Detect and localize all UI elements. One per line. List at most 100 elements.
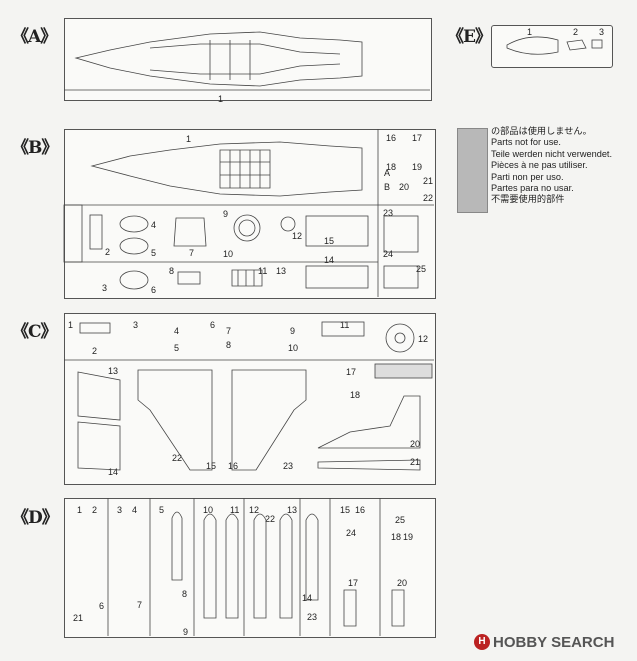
part-b-17: 17 [412,133,423,143]
b-fuselage-detail [219,149,271,189]
e-part-3 [591,39,603,49]
part-c-8: 8 [226,340,232,350]
sprue-e [491,25,613,68]
part-c-3: 3 [133,320,139,330]
b-part-12 [280,216,296,232]
part-d-5: 5 [159,505,165,515]
part-b-4: 4 [151,220,157,230]
part-c-14: 14 [108,467,119,477]
legend-line-en: Parts not for use. [491,137,561,148]
b-part-6 [119,270,149,290]
section-b-label: 《B》 [12,138,58,158]
part-d-14: 14 [302,593,313,603]
part-b-18: 18 [386,162,397,172]
part-c-2: 2 [92,346,98,356]
b-part-9-inner [238,219,256,237]
part-c-17: 17 [346,367,357,377]
part-d-18: 18 [391,532,402,542]
part-b-19: 19 [412,162,423,172]
c-unused-19 [374,363,433,379]
part-d-17: 17 [348,578,359,588]
sprue-c [64,313,436,485]
part-d-8: 8 [182,589,188,599]
part-c-12: 12 [418,334,429,344]
sprue-d [64,498,436,638]
b-part-2 [89,214,103,250]
legend-line-zh: 不需要使用的部件 [491,194,565,205]
part-b-11: 11 [258,266,268,276]
part-b-8: 8 [169,266,175,276]
b-part-7 [173,217,207,247]
part-d-20: 20 [397,578,408,588]
part-c-9: 9 [290,326,296,336]
legend-line-de: Teile werden nicht verwendet. [491,148,613,159]
part-d-24: 24 [346,528,357,538]
part-b-1: 1 [186,134,192,144]
unused-parts-legend: の部品は使用しません。 Parts not for use. Teile wer… [491,126,612,206]
c-part-16 [231,369,307,471]
c-part-12-hub [394,332,406,344]
sprue-a [64,18,432,101]
part-c-16: 16 [228,461,239,471]
part-d-21: 21 [73,613,84,623]
part-b-23: 23 [383,208,394,218]
part-d-4: 4 [132,505,138,515]
a-fuselage-outline [74,31,363,87]
part-d-22: 22 [265,514,276,524]
part-d-1: 1 [77,505,83,515]
part-d-9: 9 [183,627,189,637]
part-c-22: 22 [172,453,183,463]
part-b-15: 15 [324,236,335,246]
part-b-22: 22 [423,193,434,203]
watermark-text: HOBBY SEARCH [493,634,615,651]
part-c-4: 4 [174,326,180,336]
part-b-B: B [384,182,391,192]
b-part-9 [233,214,261,242]
part-c-7: 7 [226,326,232,336]
part-b-24: 24 [383,249,394,259]
d-tank-2 [225,513,239,619]
hobby-search-logo-icon: H [474,634,490,650]
section-c-label: 《C》 [12,322,58,342]
part-d-13: 13 [287,505,298,515]
c-part-15 [137,369,213,471]
part-d-10: 10 [203,505,214,515]
part-d-2: 2 [92,505,98,515]
part-b-25: 25 [416,264,427,274]
section-e-label: 《E》 [447,27,492,47]
d-tank-4 [279,513,293,619]
part-c-15: 15 [206,461,217,471]
section-d-label: 《D》 [12,508,59,528]
e-part-2 [566,39,587,51]
legend-line-it: Parti non per uso. [491,171,564,182]
d-tank-3 [253,513,267,619]
d-part-20 [391,589,405,627]
part-b-7: 7 [189,248,195,258]
part-b-6: 6 [151,285,157,295]
part-b-2: 2 [105,247,111,257]
part-c-5: 5 [174,343,180,353]
part-b-12: 12 [292,231,303,241]
part-c-10: 10 [288,343,299,353]
part-c-6: 6 [210,320,216,330]
c-part-14 [77,421,121,471]
part-c-21: 21 [410,457,421,467]
part-e-3: 3 [599,27,605,37]
b-part-8 [177,271,201,285]
part-b-5: 5 [151,248,157,258]
b-fuselage-outline [90,141,363,197]
b-part-23 [383,215,419,253]
b-part-15 [305,215,369,247]
b-part-5 [119,237,149,255]
b-part-11 [231,269,263,287]
part-c-20: 20 [410,439,421,449]
part-d-6: 6 [99,601,105,611]
b-part-14 [305,265,369,289]
part-c-18: 18 [350,390,361,400]
part-d-16: 16 [355,505,366,515]
part-b-14: 14 [324,255,335,265]
c-part-1 [79,322,111,334]
part-b-16: 16 [386,133,397,143]
